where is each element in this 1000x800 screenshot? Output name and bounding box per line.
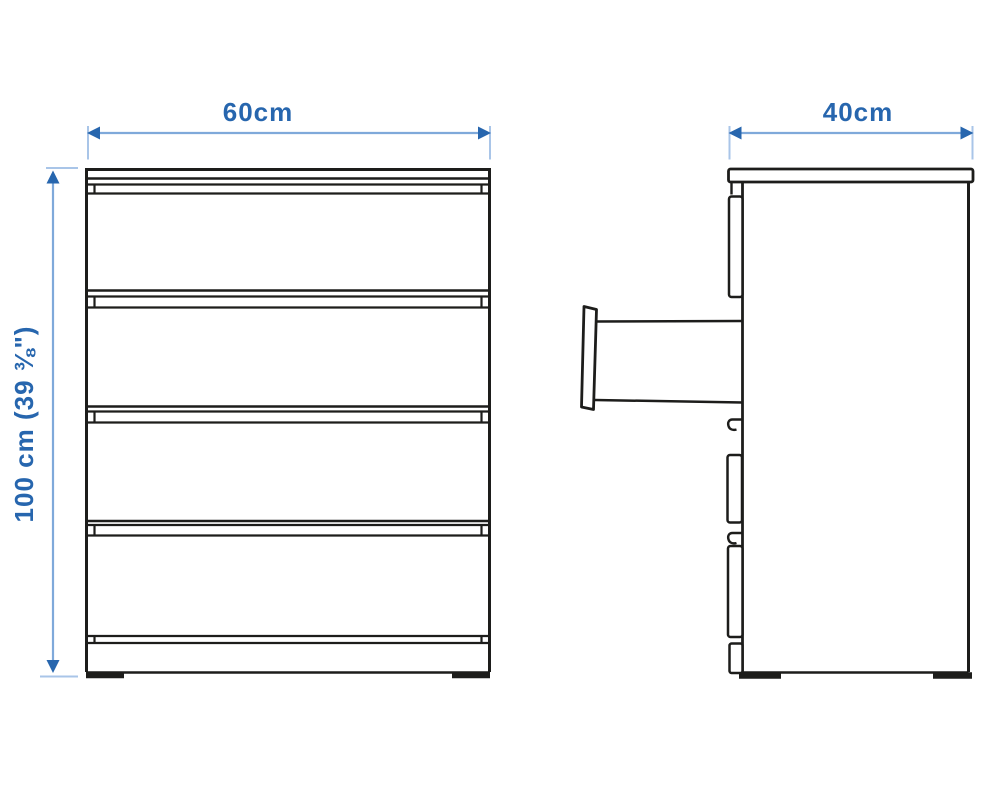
open-drawer-front-panel xyxy=(580,305,598,411)
open-drawer-box-top xyxy=(594,319,743,323)
front-view xyxy=(85,168,491,679)
side-view xyxy=(580,167,975,679)
arrow-left-icon xyxy=(87,126,100,140)
width-dimension-label: 60cm xyxy=(223,97,294,127)
arrow-right-icon xyxy=(960,126,974,140)
side-slide-hook-2 xyxy=(726,531,743,545)
front-rail-4 xyxy=(88,523,489,537)
front-rail-bottom xyxy=(88,634,489,645)
side-drawer1-front-profile xyxy=(727,195,744,299)
height-dimension: 100 cm (39 ⅜") xyxy=(9,167,78,678)
open-drawer-box-bottom xyxy=(594,398,743,404)
front-rail-top xyxy=(88,183,489,195)
front-cabinet-outline xyxy=(85,168,491,672)
side-plinth-profile xyxy=(728,642,744,675)
side-drawer4-front-profile xyxy=(726,544,744,639)
arrow-right-icon xyxy=(478,126,491,140)
front-rail-3 xyxy=(88,410,489,424)
arrow-down-icon xyxy=(46,660,60,673)
width-dimension: 60cm xyxy=(87,97,491,160)
arrow-up-icon xyxy=(46,170,60,184)
open-drawer xyxy=(580,305,743,411)
height-dimension-label: 100 cm (39 ⅜") xyxy=(9,326,39,523)
side-slide-hook-1 xyxy=(726,418,743,432)
depth-dimension: 40cm xyxy=(728,97,974,160)
side-drawer3-front-profile xyxy=(726,453,744,524)
front-rail-2 xyxy=(88,295,489,309)
arrow-left-icon xyxy=(728,126,742,140)
depth-dimension-label: 40cm xyxy=(823,97,894,127)
side-top-panel xyxy=(727,167,975,184)
